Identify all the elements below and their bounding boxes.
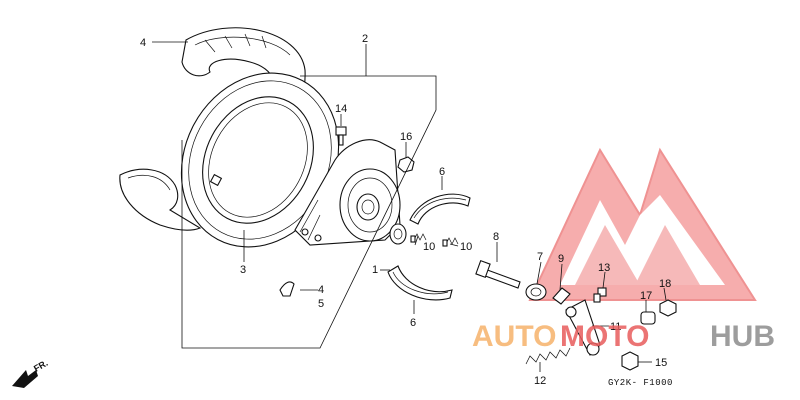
callout-7: 7 xyxy=(537,251,543,263)
rim-part xyxy=(180,72,340,248)
front-direction-arrow: FR. xyxy=(12,358,50,388)
brake-shoe-upper-part xyxy=(409,193,471,225)
callout-6: 6 xyxy=(410,317,416,329)
pin-17-part xyxy=(640,311,656,325)
callouts: 4 2 14 16 6 3 10 10 1 6 8 7 9 13 4 5 17 … xyxy=(140,33,671,387)
bolt-14-part xyxy=(335,126,347,146)
callout-4: 4 xyxy=(140,37,146,49)
callout-4: 4 xyxy=(318,284,324,296)
spring-10a-part xyxy=(410,233,427,243)
watermark-word-auto: AUTO xyxy=(472,320,556,353)
return-spring-part xyxy=(525,347,571,365)
callout-12: 12 xyxy=(534,375,546,387)
wear-indicator-part xyxy=(552,287,571,305)
callout-8: 8 xyxy=(493,231,499,243)
callout-9: 9 xyxy=(558,253,564,265)
bolt-13-part xyxy=(593,287,607,303)
callout-1: 1 xyxy=(372,264,378,276)
callout-13: 13 xyxy=(598,262,610,274)
diagram-code: GY2K- F1000 xyxy=(608,378,673,388)
callout-10: 10 xyxy=(460,241,472,253)
seal-7-part xyxy=(525,283,547,301)
valve-part xyxy=(279,281,295,297)
watermark-text: AUTO MOTO HUB xyxy=(472,320,775,353)
brake-arm-part xyxy=(565,299,601,356)
spring-10b-part xyxy=(442,237,459,247)
callout-18: 18 xyxy=(659,278,671,290)
callout-16: 16 xyxy=(400,131,412,143)
leader-lines xyxy=(152,41,667,372)
front-direction-label: FR. xyxy=(32,358,50,374)
brake-shoe-lower-part xyxy=(387,265,453,301)
brake-cam-part xyxy=(475,260,521,289)
nut-16-part xyxy=(397,156,415,173)
callout-15: 15 xyxy=(655,357,667,369)
callout-10: 10 xyxy=(423,241,435,253)
watermark-logo xyxy=(528,147,757,301)
watermark-word-moto: MOTO xyxy=(560,320,649,353)
callout-3: 3 xyxy=(240,264,246,276)
callout-11: 11 xyxy=(610,321,621,333)
callout-5: 5 xyxy=(318,298,324,310)
washer-part xyxy=(389,223,407,245)
callout-2: 2 xyxy=(362,33,368,45)
callout-6: 6 xyxy=(439,166,445,178)
nut-15-part xyxy=(621,351,639,371)
nut-18-part xyxy=(659,299,677,317)
callout-14: 14 xyxy=(335,103,347,115)
callout-17: 17 xyxy=(640,290,652,302)
watermark-word-hub: HUB xyxy=(710,320,775,353)
